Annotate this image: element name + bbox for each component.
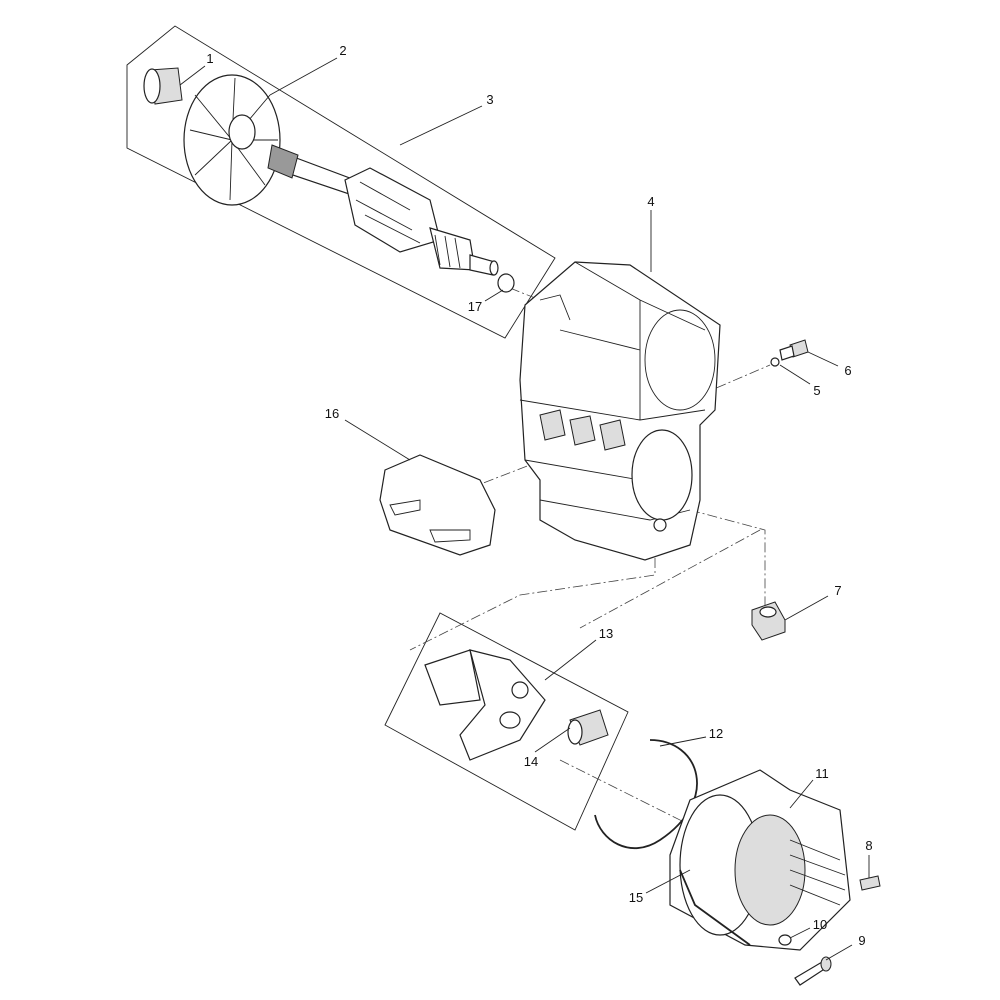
part-11-cylinder[interactable]: [669, 769, 851, 951]
part-14-needle-bearing[interactable]: [567, 709, 609, 746]
part-8-screw[interactable]: [859, 875, 881, 891]
leader-lines: [179, 57, 870, 961]
callout-15: 15: [629, 890, 643, 905]
part-13-crankshaft[interactable]: [424, 649, 546, 761]
armature-group-box: [126, 25, 556, 339]
callout-2: 2: [339, 43, 346, 58]
part-3-armature[interactable]: [267, 144, 499, 276]
part-6-grease-nipple[interactable]: [779, 339, 809, 361]
callout-12: 12: [709, 726, 723, 741]
callout-1: 1: [206, 51, 213, 66]
callout-3: 3: [486, 92, 493, 107]
callout-16: 16: [325, 406, 339, 421]
callout-9: 9: [858, 933, 865, 948]
part-15-gasket[interactable]: [679, 869, 751, 946]
callout-13: 13: [599, 626, 613, 641]
part-12-circlip[interactable]: [594, 739, 698, 850]
part-1-bushing[interactable]: [143, 67, 183, 105]
alignment-line: [699, 364, 771, 396]
alignment-line: [559, 759, 701, 831]
part-4-gear-housing[interactable]: [519, 261, 721, 561]
part-17-retaining-ring[interactable]: [497, 273, 515, 293]
callout-7: 7: [834, 583, 841, 598]
crank-group-box: [384, 612, 629, 831]
alignment-line: [409, 540, 656, 651]
part-5-o-ring[interactable]: [770, 357, 780, 367]
part-9-bolt[interactable]: [794, 956, 832, 986]
callout-4: 4: [647, 194, 654, 209]
alignment-line: [689, 509, 766, 610]
part-7-rubber-pad[interactable]: [751, 601, 786, 641]
callout-10: 10: [813, 917, 827, 932]
callout-14: 14: [524, 754, 538, 769]
callout-5: 5: [813, 383, 820, 398]
part-16-brush-cover[interactable]: [379, 454, 496, 556]
callout-8: 8: [865, 838, 872, 853]
part-2-fan[interactable]: [183, 74, 281, 206]
part-10-washer[interactable]: [778, 934, 792, 946]
callout-11: 11: [815, 766, 829, 781]
alignment-line: [579, 529, 761, 629]
callout-17: 17: [468, 299, 482, 314]
callout-6: 6: [844, 363, 851, 378]
